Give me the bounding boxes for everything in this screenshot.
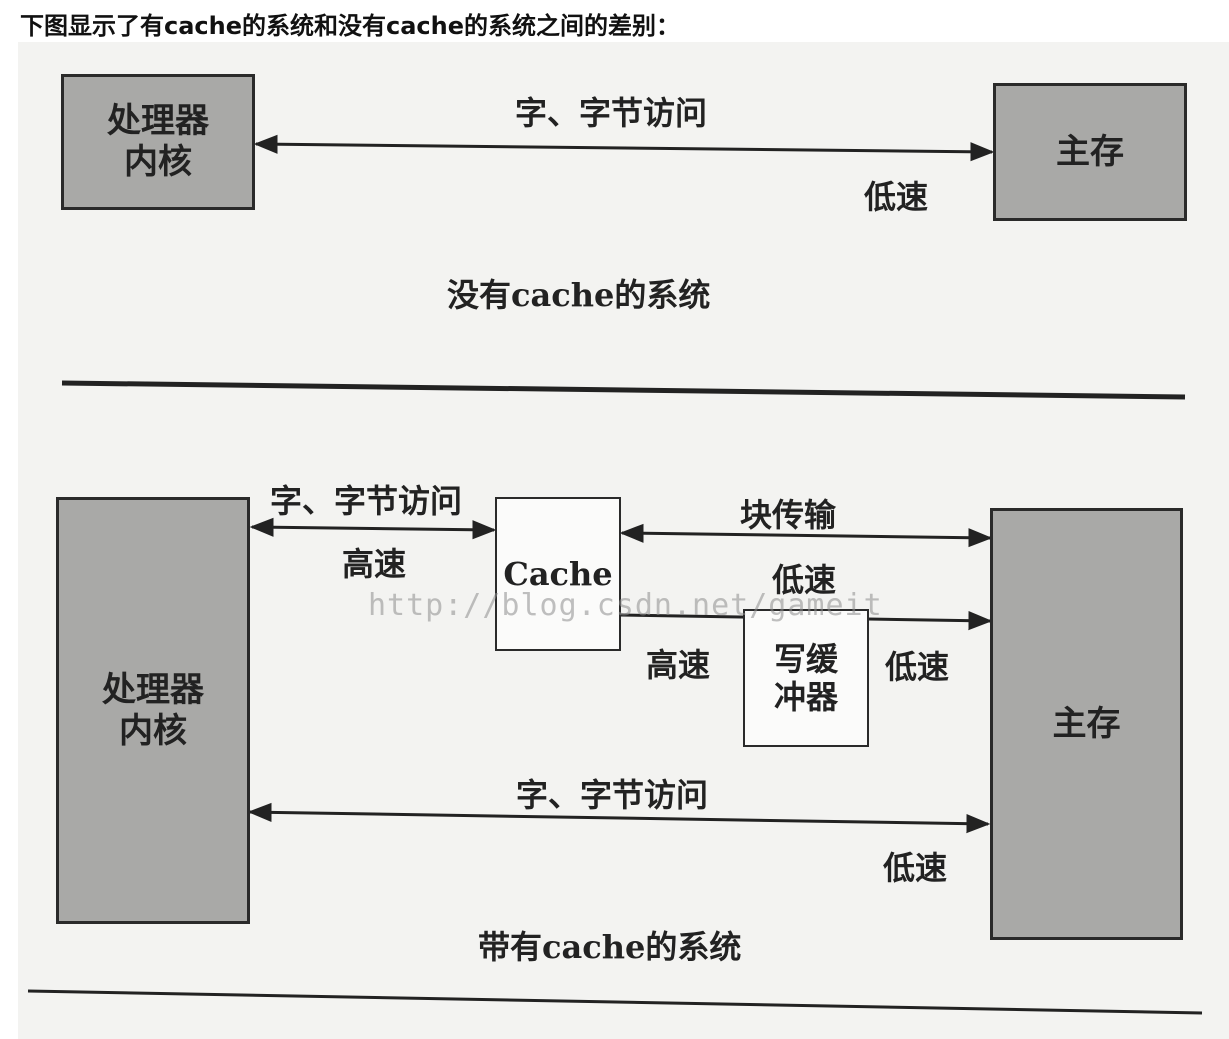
bottom-caption: 带有cache的系统 xyxy=(478,928,742,966)
top-processor-box: 处理器 内核 xyxy=(61,74,255,210)
cache-mem-arrow xyxy=(619,523,993,548)
direct-access-arrow xyxy=(247,802,991,834)
proc-cache-arrow xyxy=(249,517,497,540)
write-buffer-box: 写缓 冲器 xyxy=(743,609,869,747)
cache-comparison-figure: 处理器 内核 主存 字、字节访问 低速 没有cache的系统 处理器 内核 主存… xyxy=(18,42,1229,1039)
top-caption: 没有cache的系统 xyxy=(447,276,711,314)
watermark-url: http://blog.csdn.net/gameit xyxy=(368,588,883,623)
page-heading: 下图显示了有cache的系统和没有cache的系统之间的差别： xyxy=(20,12,681,40)
top-access-arrow xyxy=(253,134,995,162)
wb-mem-speed-label: 低速 xyxy=(885,648,950,686)
top-divider xyxy=(61,380,1186,400)
cache-box: Cache xyxy=(495,497,621,651)
cache-wb-speed-label: 高速 xyxy=(646,646,711,684)
bottom-memory-box: 主存 xyxy=(990,508,1183,940)
bottom-divider xyxy=(27,989,1203,1015)
cache-mem-speed-label: 低速 xyxy=(772,561,837,599)
direct-access-label: 字、字节访问 xyxy=(516,776,709,814)
top-access-label: 字、字节访问 xyxy=(515,94,708,132)
bottom-processor-box: 处理器 内核 xyxy=(56,497,250,924)
proc-cache-speed-label: 高速 xyxy=(342,545,407,583)
direct-speed-label: 低速 xyxy=(883,849,948,887)
proc-cache-access-label: 字、字节访问 xyxy=(270,482,463,520)
top-memory-box: 主存 xyxy=(993,83,1187,221)
block-transfer-label: 块传输 xyxy=(740,496,837,534)
top-speed-label: 低速 xyxy=(864,178,929,216)
